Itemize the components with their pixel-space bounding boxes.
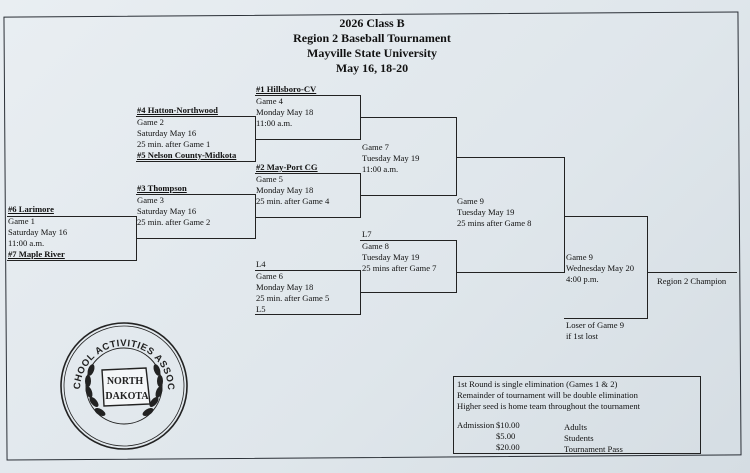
game1-top-line [7,216,137,217]
game7-bottom-line [360,195,457,196]
game2-bottom-team: #5 Nelson County-Midkota [137,150,237,160]
game6-bottom-line [255,314,361,315]
game1-time: 11:00 a.m. [8,238,45,248]
game3-connector [255,194,256,238]
game6-number: Game 6 [256,271,283,281]
logo-state-dakota: DAKOTA [105,391,149,402]
game9b-date: Wednesday May 20 [566,263,635,273]
header-venue: Mayville State University [307,46,437,60]
notes-line-1: 1st Round is single elimination (Games 1… [457,379,618,389]
game2-top-team: #4 Hatton-Northwood [137,105,218,115]
game1-output-line [136,238,256,239]
type-pass: Tournament Pass [564,444,623,454]
game8-connector [456,240,457,292]
game5-number: Game 5 [256,174,283,184]
game2-connector [255,116,256,161]
game3-time: 25 min. after Game 2 [137,217,211,227]
game7-time: 11:00 a.m. [362,164,399,174]
game1-top-team: #6 Larimore [8,204,54,214]
header-class: 2026 Class B [339,16,405,30]
tournament-notes-box: 1st Round is single elimination (Games 1… [453,376,701,454]
game2-top-line [136,116,256,117]
price-students: $5.00 [496,431,516,441]
game2-number: Game 2 [137,117,164,127]
game9b-top-line [564,216,648,217]
game1-bottom-line [7,260,137,261]
game9b-loser-condition: if 1st lost [566,331,598,341]
game9b-bottom-line [564,318,648,319]
game9a-date: Tuesday May 19 [457,207,515,217]
game5-top-line [255,173,361,174]
game8-top-slot: L7 [362,229,372,239]
game1-number: Game 1 [8,216,35,226]
price-adults: $10.00 [496,420,520,430]
game7-connector [456,117,457,195]
type-students: Students [564,433,594,443]
game9b-number: Game 9 [566,252,593,262]
champion-label: Region 2 Champion [657,276,727,286]
game4-top-line [255,95,361,96]
game3-date: Saturday May 16 [137,206,197,216]
game5-bottom-line [255,217,361,218]
game9a-top-line [456,157,565,158]
game6-bottom-slot: L5 [256,304,266,314]
price-pass: $20.00 [496,442,520,452]
game8-number: Game 8 [362,241,389,251]
champion-line [647,272,737,273]
logo-state-north: NORTH [107,376,144,387]
game4-bottom-line [255,139,361,140]
game3-number: Game 3 [137,195,164,205]
game9a-bottom-line [456,272,565,273]
game7-date: Tuesday May 19 [362,153,420,163]
game4-top-team: #1 Hillsboro-CV [256,84,317,94]
game6-top-slot: L4 [256,259,266,269]
header-tournament: Region 2 Baseball Tournament [293,31,451,45]
notes-line-2: Remainder of tournament will be double e… [457,390,638,400]
game9b-time: 4:00 p.m. [566,274,599,284]
game2-date: Saturday May 16 [137,128,197,138]
admission-label: Admission [457,420,495,430]
type-adults: Adults [564,422,587,432]
game2-time: 25 min. after Game 1 [137,139,211,149]
game4-time: 11:00 a.m. [256,118,293,128]
game6-time: 25 min. after Game 5 [256,293,330,303]
game5-date: Monday May 18 [256,185,314,195]
game7-number: Game 7 [362,142,389,152]
game8-date: Tuesday May 19 [362,252,420,262]
game1-date: Saturday May 16 [8,227,68,237]
game5-top-team: #2 May-Port CG [256,162,318,172]
game1-bottom-team: #7 Maple River [8,249,65,259]
game9a-connector [564,157,565,272]
game3-top-team: #3 Thompson [137,183,187,193]
game6-top-line [255,270,361,271]
game4-date: Monday May 18 [256,107,314,117]
game6-date: Monday May 18 [256,282,314,292]
game8-time: 25 mins after Game 7 [362,263,437,273]
notes-line-3: Higher seed is home team throughout the … [457,401,641,411]
game8-top-line [360,240,457,241]
game5-time: 25 min. after Game 4 [256,196,330,206]
game9b-loser-note: Loser of Game 9 [566,320,624,330]
header-dates: May 16, 18-20 [335,61,409,75]
game2-bottom-line [136,161,256,162]
ndhsaa-logo-icon: HIGH SCHOOL ACTIVITIES ASSOCIATION NORTH… [58,320,188,450]
game9b-connector [647,216,648,318]
game8-bottom-line [360,292,457,293]
game9a-time: 25 mins after Game 8 [457,218,532,228]
game7-top-line [360,117,457,118]
game9a-number: Game 9 [457,196,484,206]
game3-top-line [136,194,256,195]
game4-number: Game 4 [256,96,283,106]
